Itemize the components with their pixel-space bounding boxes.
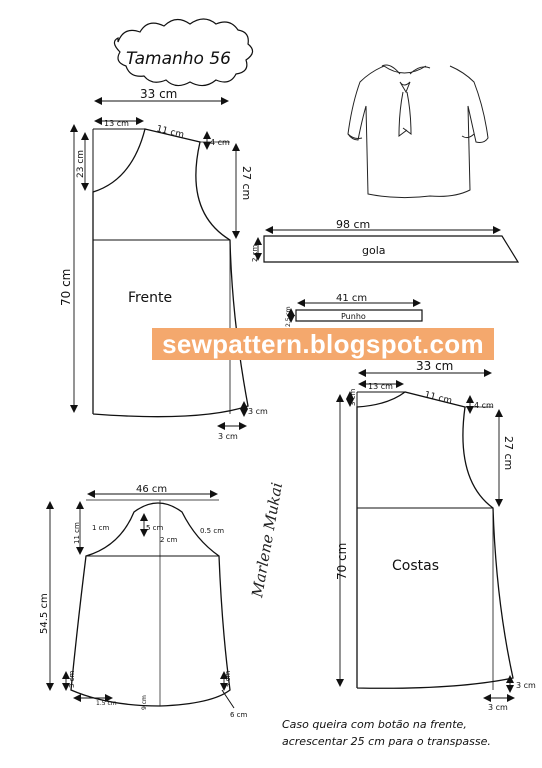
front-dims [70,97,248,430]
sleeve-hem-left: 3 cm [68,670,76,688]
sleeve-right-pt: 0.5 cm [200,527,224,535]
front-shoulder: 11 cm [155,124,185,140]
back-armhole: 27 cm [502,436,515,470]
back-width: 33 cm [416,359,453,373]
title-text: Tamanho 56 [126,49,231,69]
back-neck-width: 13 cm [368,382,393,391]
front-piece [92,128,249,418]
sleeve-labels: 46 cm 11 cm 1 cm 5 cm 2 cm 0.5 cm 54.5 c… [39,484,248,719]
title-cloud: Tamanho 56 [113,18,254,87]
collar-length: 98 cm [336,218,370,231]
front-length: 70 cm [59,269,73,306]
cuff-piece [287,299,423,323]
signature-text: Marlene Mukai [248,481,286,600]
signature: Marlene Mukai [248,481,286,600]
back-label: Costas [392,558,439,574]
back-hem-rise: 3 cm [516,681,536,690]
front-neck-depth: 23 cm [76,150,86,178]
sleeve-hem-slit: 1.5 cm [96,700,117,707]
cuff-labels: 41 cm 2.5 cm Punho [285,293,367,327]
sleeve-dims [46,490,228,702]
watermark-banner: sewpattern.blogspot.com [152,328,494,360]
sleeve-hem-right: 3 cm [224,670,232,688]
sleeve-left-pt: 1 cm [92,524,110,532]
back-neck-depth: 3 cm [349,388,357,406]
back-shoulder: 11 cm [423,390,453,406]
cuff-label: Punho [341,312,366,321]
collar-label: gola [362,244,386,257]
back-piece [356,391,514,690]
sleeve-width: 46 cm [136,484,167,495]
front-labels: 33 cm 13 cm 11 cm 4 cm 23 cm 27 cm 70 cm… [59,87,268,441]
front-hem-ext: 3 cm [218,432,238,441]
back-length: 70 cm [335,543,349,580]
collar-height: 2 cm [251,244,259,262]
cuff-height: 2.5 cm [285,306,292,327]
sleeve-cap: 11 cm [73,522,81,544]
front-shoulder-drop: 4 cm [210,138,230,147]
sleeve-piece [70,499,235,709]
blouse-sketch [347,64,489,199]
front-hem-rise: 3 cm [248,407,268,416]
front-armhole: 27 cm [240,166,253,200]
sleeve-hem-mid: 9 cm [141,695,148,710]
note-line-2: acrescentar 25 cm para o transpasse. [282,735,491,748]
sleeve-mid-pt: 2 cm [160,536,178,544]
front-label: Frente [128,290,172,306]
back-shoulder-drop: 4 cm [474,401,494,410]
collar-piece [254,226,520,263]
collar-labels: 98 cm 2 cm gola [251,218,386,262]
back-dims [336,369,515,702]
sleeve-slit: 6 cm [230,711,248,719]
front-neck-width: 13 cm [104,119,129,128]
back-labels: 33 cm 13 cm 11 cm 4 cm 3 cm 27 cm 70 cm … [335,359,536,712]
sleeve-cap-top: 5 cm [146,524,164,532]
back-hem-ext: 3 cm [488,703,508,712]
front-width: 33 cm [140,87,177,101]
note-line-1: Caso queira com botão na frente, [282,718,467,731]
sleeve-length: 54.5 cm [39,593,50,634]
note: Caso queira com botão na frente, acresce… [282,716,532,750]
cuff-length: 41 cm [336,293,367,304]
